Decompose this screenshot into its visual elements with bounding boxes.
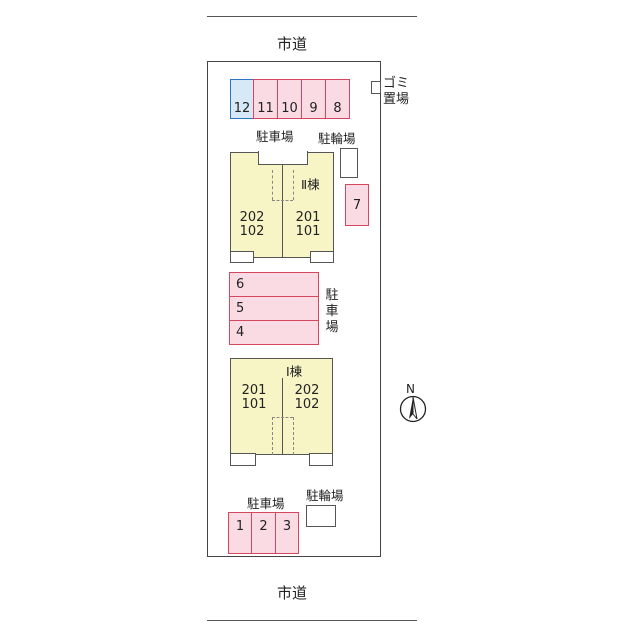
parking-stall-8: 8: [325, 79, 350, 119]
parking-stall-11: 11: [253, 79, 278, 119]
building-1-divider: [282, 378, 284, 455]
building-2-unit-202: 202: [239, 210, 265, 225]
building-1-entry-left: [230, 453, 256, 466]
building-2-unit-102: 102: [239, 224, 265, 239]
parking-stall-3: 3: [275, 512, 299, 554]
garbage-area-label: ゴミ置場: [383, 76, 410, 107]
parking-stall-9: 9: [301, 79, 326, 119]
parking-stall-2: 2: [251, 512, 276, 554]
building-1-stair-right: [293, 417, 294, 455]
building-2-label: Ⅱ棟: [301, 177, 320, 192]
bicycle-bottom-box: [306, 505, 336, 527]
parking-stall-6: 6: [229, 272, 319, 297]
building-2-stair-bottom: [272, 200, 293, 201]
building-1-unit-102: 102: [294, 397, 320, 412]
building-1-unit-201: 201: [241, 383, 267, 398]
building-2-unit-201: 201: [295, 210, 321, 225]
building-1-unit-101: 101: [241, 397, 267, 412]
road-bottom-label: 市道: [276, 584, 307, 602]
road-bottom-line: [207, 620, 417, 622]
building-1-entry-right: [309, 453, 333, 466]
building-2-unit-101: 101: [295, 224, 321, 239]
garbage-area-box: [371, 81, 381, 94]
bicycle-bottom-label: 駐輪場: [306, 488, 344, 503]
building-1-stair-top: [272, 417, 293, 418]
parking-stall-7: 7: [345, 184, 369, 226]
building-2-entry-right: [310, 251, 334, 263]
building-2-stair-right: [293, 170, 294, 200]
north-arrow-icon: [399, 395, 427, 423]
road-top-line: [207, 16, 417, 18]
building-1-unit-202: 202: [294, 383, 320, 398]
building-1-label: Ⅰ棟: [286, 364, 303, 379]
parking-stall-1: 1: [228, 512, 252, 554]
bicycle-top-label: 駐輪場: [318, 131, 356, 146]
parking-stall-4: 4: [229, 320, 319, 345]
building-1-stair-left: [272, 417, 273, 455]
parking-middle-label: 駐車場: [325, 288, 339, 335]
parking-stall-12: 12: [230, 79, 254, 119]
road-top-label: 市道: [276, 35, 307, 53]
building-2-notch: [258, 151, 308, 165]
building-2-divider: [282, 165, 284, 258]
parking-bottom-label: 駐車場: [247, 496, 285, 511]
bicycle-top-box: [340, 148, 358, 178]
building-1: [230, 358, 333, 455]
parking-stall-5: 5: [229, 296, 319, 321]
building-2-stair-left: [272, 170, 273, 200]
parking-top-label: 駐車場: [256, 129, 294, 144]
parking-stall-10: 10: [277, 79, 302, 119]
building-2-entry-left: [230, 251, 254, 263]
compass-north-label: N: [406, 382, 415, 396]
